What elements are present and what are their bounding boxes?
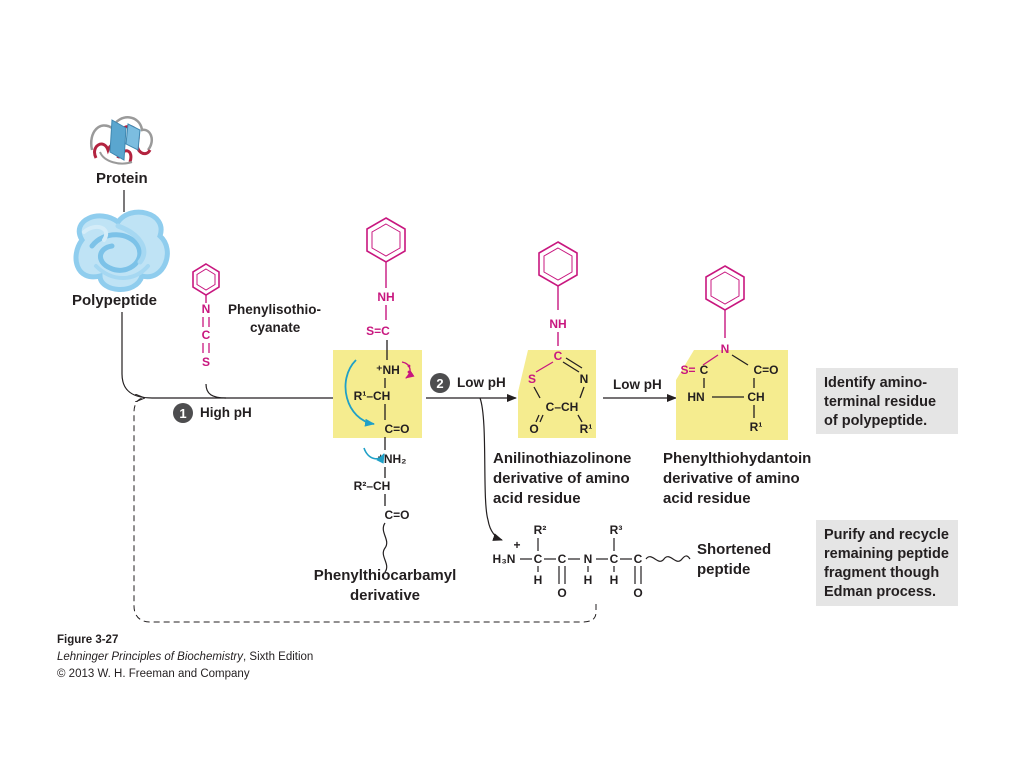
shortened-label-line2: peptide [697,561,751,578]
svg-text:C: C [554,349,563,363]
step-2-marker [430,373,450,393]
svg-text:R¹: R¹ [580,422,593,436]
identify-residue-box: Identify amino- terminal residue of poly… [816,368,958,434]
phenylthiohydantoin-structure: N S= C C=O HN CH R¹ [676,265,788,440]
svg-text:C=O: C=O [384,422,409,436]
svg-text:H: H [534,573,543,587]
protein-structure-icon [89,116,153,165]
svg-text:N: N [202,302,211,316]
svg-text:C: C [534,552,543,566]
svg-text:S=C: S=C [366,324,390,338]
svg-text:HN: HN [687,390,704,404]
step-3-label: Low pH [613,377,662,392]
book-edition: , Sixth Edition [243,651,314,663]
recycle-box-line: fragment though [824,565,940,581]
svg-text:R²: R² [534,523,547,537]
step-1-label: High pH [200,405,252,420]
figure-caption: Figure 3-27 Lehninger Principles of Bioc… [57,632,313,683]
reagent-label: Phenylisothio- cyanate [228,301,321,337]
svg-text:H: H [610,573,619,587]
step-1-marker [173,403,193,423]
pth-label-line3: acid residue [663,490,751,507]
phenylthiocarbamyl-structure: NH S=C ⁺NH R¹–CH C=O ⁺NH₂ R²–CH C=O [333,217,422,573]
recycle-box-line: remaining peptide [824,546,949,562]
pth-label-line1: Phenylthiohydantoin [663,450,812,467]
svg-text:O: O [557,586,566,600]
svg-text:C=O: C=O [384,508,409,522]
svg-text:NH: NH [377,290,394,304]
identify-box-line: of polypeptide. [824,413,928,429]
recycle-dashed-arrow [133,398,597,623]
svg-text:2: 2 [436,376,443,391]
polypeptide-coil-icon [73,209,170,292]
book-title: Lehninger Principles of Biochemistry [57,651,244,663]
svg-text:S: S [528,372,536,386]
step-2-label: Low pH [457,375,506,390]
svg-text:NH: NH [549,317,566,331]
svg-text:C: C [610,552,619,566]
svg-text:1: 1 [179,406,186,421]
atz-label-line3: acid residue [493,490,581,507]
svg-text:S: S [202,355,210,369]
reagent-label-line2: cyanate [250,320,301,335]
ptc-derivative-label: Phenylthiocarbamyl derivative [300,566,470,606]
svg-text:R¹: R¹ [750,420,763,434]
svg-text:S=: S= [680,363,695,377]
reagent-label-line1: Phenylisothio- [228,302,322,317]
ptc-label-line2: derivative [349,587,421,604]
shortened-peptide-structure: + H₃N C R² H C O N H C R³ H C O [493,523,691,600]
recycle-box-line: Purify and recycle [824,527,949,543]
pth-derivative-label: Phenylthiohydantoin derivative of amino … [663,449,811,509]
svg-text:C: C [634,552,643,566]
svg-text:N: N [721,342,730,356]
svg-text:H: H [584,573,593,587]
protein-label: Protein [96,170,148,187]
svg-text:CH: CH [747,390,764,404]
polypeptide-label: Polypeptide [72,292,158,309]
recycle-peptide-box: Purify and recycle remaining peptide fra… [816,520,958,606]
svg-text:+: + [513,538,520,552]
svg-text:N: N [584,552,593,566]
svg-text:⁺NH₂: ⁺NH₂ [378,452,407,466]
svg-text:R²–CH: R²–CH [354,479,391,493]
ptc-label-line1: Phenylthiocarbamyl [313,567,457,584]
svg-text:N: N [580,372,589,386]
svg-text:R³: R³ [610,523,623,537]
figure-number: Figure 3-27 [57,634,119,646]
phenylisothiocyanate-structure: N C S [192,263,220,369]
svg-text:H₃N: H₃N [493,552,516,566]
svg-text:C: C [202,328,211,342]
copyright-line: © 2013 W. H. Freeman and Company [57,668,250,680]
svg-text:C: C [700,363,709,377]
atz-derivative-label: Anilinothiazolinone derivative of amino … [493,449,631,509]
atz-label-line1: Anilinothiazolinone [493,450,632,467]
pth-label-line2: derivative of amino [663,470,800,487]
svg-text:⁺NH: ⁺NH [376,363,400,377]
identify-box-line: terminal residue [824,394,937,410]
recycle-box-line: Edman process. [824,584,937,600]
svg-text:R¹–CH: R¹–CH [354,389,391,403]
svg-text:O: O [529,422,538,436]
svg-text:C–CH: C–CH [546,400,579,414]
shortened-label-line1: Shortened [697,541,772,558]
atz-label-line2: derivative of amino [493,470,630,487]
anilinothiazolinone-structure: NH C S N C–CH O R¹ [518,241,596,438]
svg-text:C=O: C=O [753,363,778,377]
svg-text:O: O [633,586,642,600]
identify-box-line: Identify amino- [824,375,928,391]
shortened-peptide-label: Shortened peptide [697,540,771,580]
svg-text:C: C [558,552,567,566]
